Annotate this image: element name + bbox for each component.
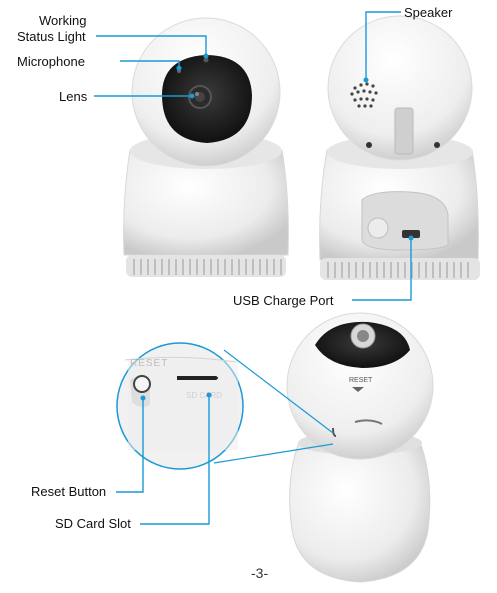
- page-number: -3-: [251, 565, 269, 581]
- usb-charge-port-label: USB Charge Port: [233, 293, 334, 308]
- side-camera: [286, 312, 434, 583]
- body-reset-text: RESET: [349, 377, 373, 384]
- working-status-light-label-line1: Working: [39, 13, 87, 28]
- back-camera: [319, 15, 480, 280]
- zoom-connector-lines: [213, 349, 334, 464]
- zoom-detail: SD CARD: [116, 342, 244, 470]
- speaker-label: Speaker: [404, 5, 453, 20]
- lens-label: Lens: [59, 89, 88, 104]
- reset-button-label: Reset Button: [31, 484, 107, 499]
- front-camera: [123, 17, 289, 277]
- svg-text:SD CARD: SD CARD: [186, 391, 222, 400]
- callout-lines: [94, 11, 412, 525]
- zoom-reset-text: RESET: [130, 358, 169, 369]
- sd-card-slot-label: SD Card Slot: [55, 516, 131, 531]
- callout-dots: [140, 53, 414, 401]
- microphone-label: Microphone: [17, 54, 85, 69]
- working-status-light-label-line2: Status Light: [17, 29, 86, 44]
